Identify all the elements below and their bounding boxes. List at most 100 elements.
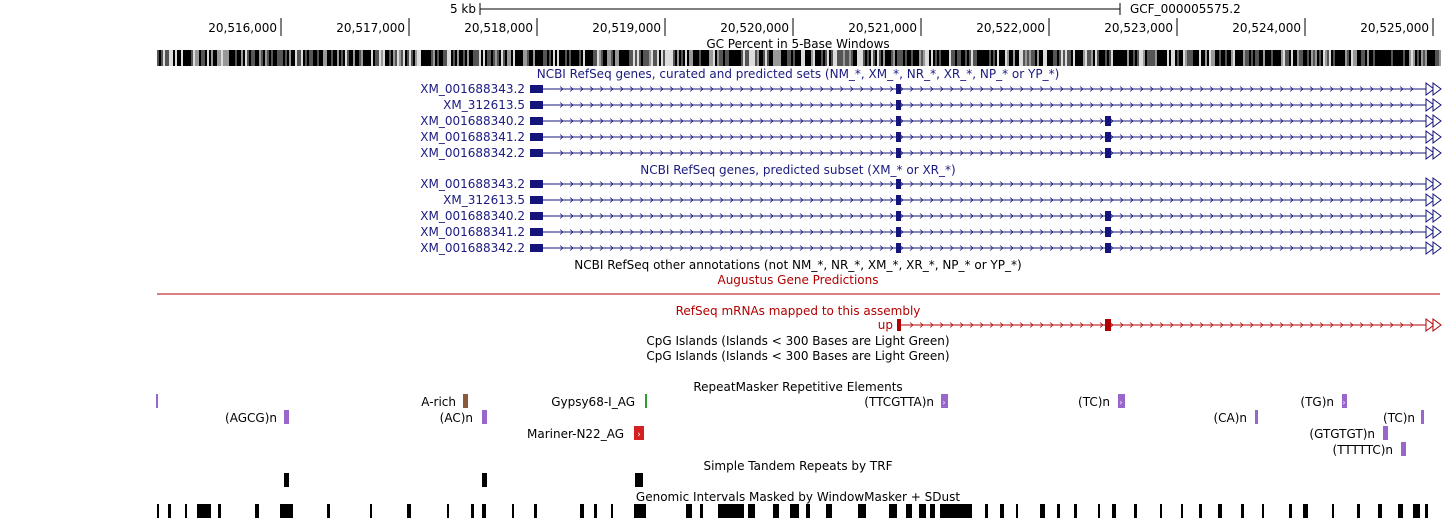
gene-label[interactable]: XM_001688342.2 [420, 146, 525, 160]
gene-model[interactable]: XM_001688340.2 [420, 209, 1442, 223]
tandem-repeat[interactable] [482, 473, 487, 487]
strand-arrow-icon [829, 181, 834, 187]
gene-model[interactable]: XM_001688341.2 [420, 225, 1442, 239]
gene-label[interactable]: XM_001688343.2 [420, 177, 525, 191]
gene-model[interactable]: XM_312613.5 [443, 193, 1442, 207]
gene-label[interactable]: XM_312613.5 [443, 98, 525, 112]
refseq-curated-track[interactable]: XM_001688343.2XM_312613.5XM_001688340.2X… [420, 82, 1442, 160]
repeat-element[interactable] [1255, 410, 1258, 424]
repeat-label[interactable]: (CA)n [1213, 411, 1247, 425]
gc-window [185, 50, 187, 66]
gene-model[interactable]: XM_001688343.2 [420, 82, 1442, 96]
repeat-label[interactable]: (TG)n [1300, 395, 1334, 409]
gc-window [1361, 50, 1363, 66]
repeat-element[interactable] [1401, 442, 1406, 456]
repeat-element[interactable] [1342, 394, 1347, 408]
strand-arrow-icon [1039, 102, 1044, 108]
refseq-other-title[interactable]: NCBI RefSeq other annotations (not NM_*,… [574, 258, 1021, 272]
strand-arrow-icon [1079, 197, 1084, 203]
gc-window [1011, 50, 1013, 66]
gc-window [589, 50, 591, 66]
gene-label[interactable]: XM_001688341.2 [420, 130, 525, 144]
gene-model[interactable]: XM_001688340.2 [420, 114, 1442, 128]
gene-model[interactable]: XM_312613.5 [443, 98, 1442, 112]
mrna-feature[interactable] [897, 318, 1442, 332]
repeatmasker-track[interactable]: A-rich Gypsy68-I_AG (TTCGTTA)n (TC)n (TG… [156, 394, 1424, 457]
gc-window [1101, 50, 1103, 66]
tandem-repeat[interactable] [635, 473, 643, 487]
repeat-element[interactable] [634, 426, 644, 440]
gene-label[interactable]: XM_001688342.2 [420, 241, 525, 255]
repeat-element[interactable] [482, 410, 487, 424]
repeat-label[interactable]: (AC)n [440, 411, 473, 425]
strand-arrow-icon [1049, 213, 1054, 219]
tandem-repeat[interactable] [284, 473, 289, 487]
gene-label[interactable]: XM_001688341.2 [420, 225, 525, 239]
strand-arrow-icon [939, 102, 944, 108]
strand-arrow-icon [1129, 181, 1134, 187]
strand-arrow-icon [619, 150, 624, 156]
gc-window [1321, 50, 1323, 66]
strand-arrow-icon [719, 102, 724, 108]
gene-label[interactable]: XM_001688340.2 [420, 114, 525, 128]
gc-window [485, 50, 487, 66]
augustus-title[interactable]: Augustus Gene Predictions [717, 273, 878, 287]
repeat-element[interactable] [156, 394, 158, 408]
gc-window [1071, 50, 1073, 66]
mrna-title[interactable]: RefSeq mRNAs mapped to this assembly [676, 304, 921, 318]
repeat-label[interactable]: (TC)n [1383, 411, 1415, 425]
repeat-element[interactable] [1118, 394, 1125, 408]
repeat-element[interactable] [463, 394, 468, 408]
gene-model[interactable]: XM_001688341.2 [420, 130, 1442, 144]
strand-arrow-icon [1249, 213, 1254, 219]
strand-arrow-icon [1399, 213, 1404, 219]
windowmasker-title[interactable]: Genomic Intervals Masked by WindowMasker… [636, 490, 960, 504]
gc-track-title[interactable]: GC Percent in 5-Base Windows [706, 37, 889, 51]
refseq-predicted-track[interactable]: XM_001688343.2XM_312613.5XM_001688340.2X… [420, 177, 1442, 255]
strand-arrow-icon [1169, 213, 1174, 219]
repeat-label[interactable]: Gypsy68-I_AG [551, 395, 635, 409]
repeat-element[interactable] [1421, 410, 1424, 424]
strand-arrow-icon [629, 197, 634, 203]
exon [530, 228, 543, 236]
repeat-element[interactable] [941, 394, 948, 408]
gc-window [823, 50, 825, 66]
gene-label[interactable]: XM_312613.5 [443, 193, 525, 207]
end-arrow-icon [1425, 146, 1435, 160]
repeat-label[interactable]: (TC)n [1078, 395, 1110, 409]
strand-arrow-icon [1249, 86, 1254, 92]
gc-percent-track[interactable] [157, 50, 1441, 66]
gc-window [619, 50, 621, 66]
windowmasker-track[interactable] [157, 504, 1428, 518]
strand-arrow-icon [649, 213, 654, 219]
repeat-label[interactable]: (GTGTGT)n [1309, 427, 1375, 441]
refseq-curated-title[interactable]: NCBI RefSeq genes, curated and predicted… [537, 67, 1060, 81]
gene-model[interactable]: XM_001688342.2 [420, 146, 1442, 160]
mrna-item-label[interactable]: up [878, 318, 893, 332]
repeat-label[interactable]: Mariner-N22_AG [527, 427, 624, 441]
gene-label[interactable]: XM_001688343.2 [420, 82, 525, 96]
repeatmasker-title[interactable]: RepeatMasker Repetitive Elements [693, 380, 902, 394]
strand-arrow-icon [1339, 181, 1344, 187]
repeat-label[interactable]: (AGCG)n [225, 411, 277, 425]
gene-label[interactable]: XM_001688340.2 [420, 209, 525, 223]
gc-window [803, 50, 805, 66]
cpg-title-1[interactable]: CpG Islands (Islands < 300 Bases are Lig… [646, 334, 949, 348]
cpg-title-2[interactable]: CpG Islands (Islands < 300 Bases are Lig… [646, 349, 949, 363]
strand-arrow-icon [1199, 134, 1204, 140]
strand-arrow-icon [1279, 213, 1284, 219]
gc-window [655, 50, 657, 66]
repeat-label[interactable]: (TTCGTTA)n [864, 395, 934, 409]
repeat-element[interactable] [1383, 426, 1388, 440]
repeat-label[interactable]: A-rich [421, 395, 456, 409]
repeat-label[interactable]: (TTTTTC)n [1333, 443, 1393, 457]
gene-model[interactable]: XM_001688342.2 [420, 241, 1442, 255]
strand-arrow-icon [1059, 102, 1064, 108]
refseq-predicted-title[interactable]: NCBI RefSeq genes, predicted subset (XM_… [640, 163, 955, 177]
trf-title[interactable]: Simple Tandem Repeats by TRF [703, 459, 892, 473]
trf-track[interactable] [284, 473, 643, 487]
repeat-element[interactable] [284, 410, 289, 424]
strand-arrow-icon [1409, 134, 1414, 140]
repeat-element[interactable] [645, 394, 647, 408]
gene-model[interactable]: XM_001688343.2 [420, 177, 1442, 191]
